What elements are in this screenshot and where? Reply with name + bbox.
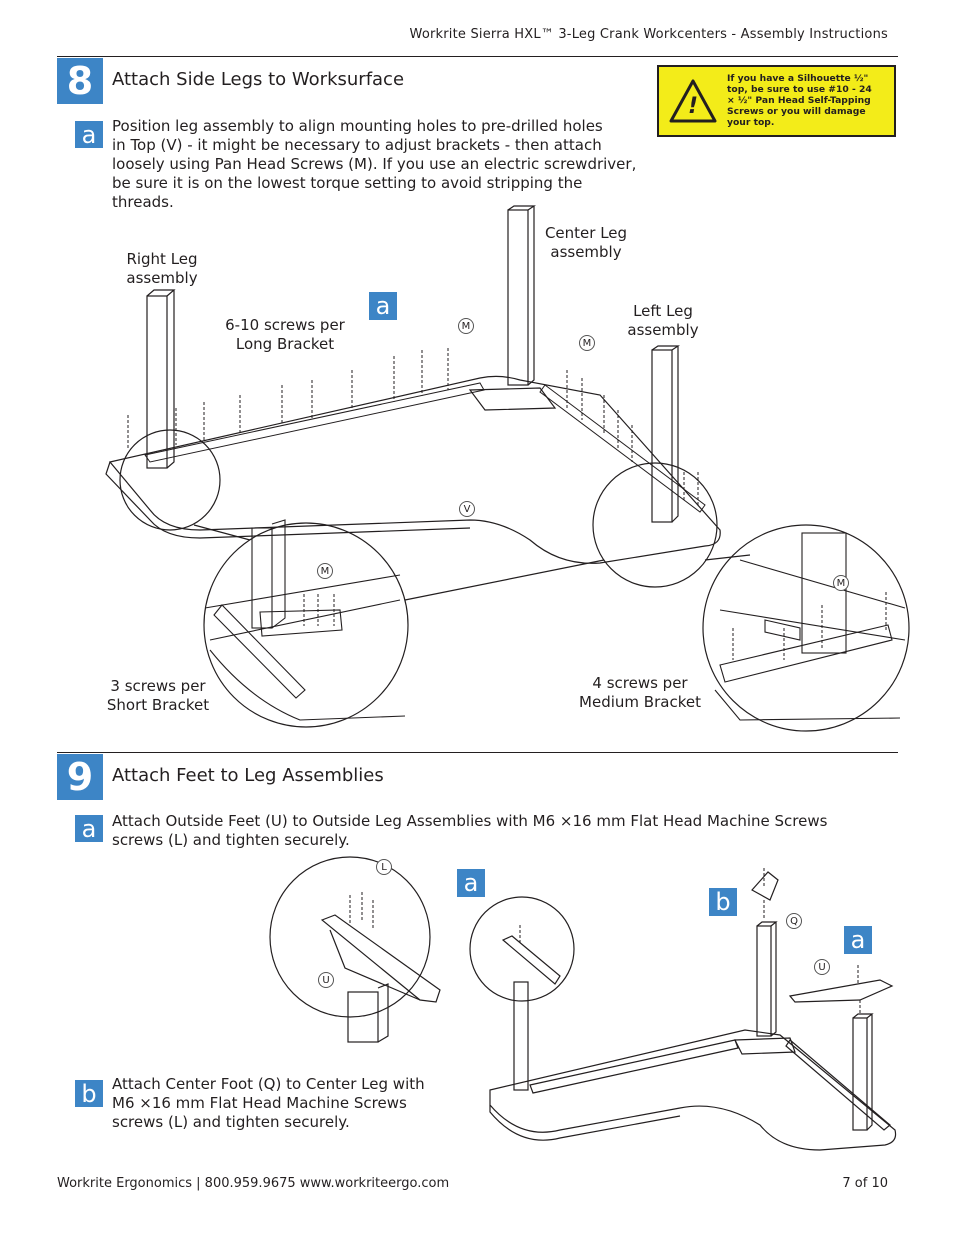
callout-m-3: M bbox=[317, 563, 333, 579]
callout-m-1: M bbox=[458, 318, 474, 334]
step-9-rule bbox=[57, 752, 898, 753]
substep-9b-text: Attach Center Foot (Q) to Center Leg wit… bbox=[112, 1075, 425, 1131]
warning-triangle-icon bbox=[669, 79, 717, 123]
step-8-title: Attach Side Legs to Worksurface bbox=[112, 69, 405, 90]
document-header: Workrite Sierra HXL™ 3-Leg Crank Workcen… bbox=[409, 27, 888, 42]
warning-box: ! If you have a Silhouette ½" top, be su… bbox=[657, 65, 896, 137]
substep-8a-text: Position leg assembly to align mounting … bbox=[112, 117, 637, 211]
substep-9a-badge: a bbox=[75, 815, 103, 842]
callout-u-2: U bbox=[814, 959, 830, 975]
callout-l: L bbox=[376, 859, 392, 875]
step-9-title: Attach Feet to Leg Assemblies bbox=[112, 765, 384, 786]
callout-v: V bbox=[459, 501, 475, 517]
step-number-9: 9 bbox=[57, 754, 103, 800]
page-number: 7 of 10 bbox=[842, 1176, 888, 1191]
diagram-9-badge-b: b bbox=[709, 888, 737, 916]
substep-9a-text: Attach Outside Feet (U) to Outside Leg A… bbox=[112, 812, 828, 849]
callout-m-4: M bbox=[833, 575, 849, 591]
diagram-9-badge-a2: a bbox=[844, 926, 872, 954]
callout-q: Q bbox=[786, 913, 802, 929]
diagram-8-badge: a bbox=[369, 292, 397, 320]
substep-9b-badge: b bbox=[75, 1080, 103, 1107]
callout-m-2: M bbox=[579, 335, 595, 351]
callout-u-1: U bbox=[318, 972, 334, 988]
warning-symbol: ! bbox=[688, 94, 699, 119]
substep-8a-badge: a bbox=[75, 121, 103, 148]
warning-text: If you have a Silhouette ½" top, be sure… bbox=[727, 73, 872, 128]
header-rule bbox=[57, 56, 898, 57]
step-number-8: 8 bbox=[57, 58, 103, 104]
diagram-9-badge-a: a bbox=[457, 869, 485, 897]
footer-contact: Workrite Ergonomics | 800.959.9675 www.w… bbox=[57, 1176, 450, 1191]
